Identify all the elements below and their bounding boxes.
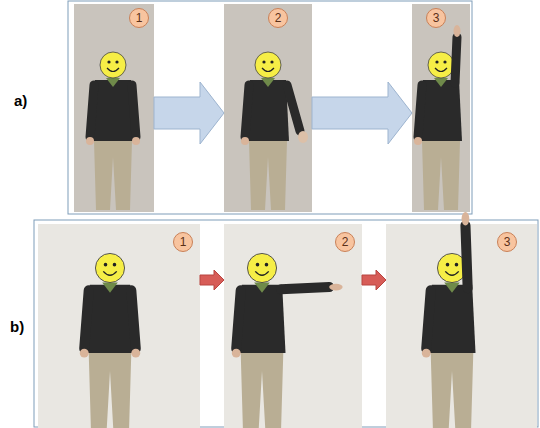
photo-panel: 1	[38, 224, 200, 428]
callout-number: 3	[426, 8, 446, 28]
sequence-arrow	[200, 270, 224, 290]
person-arm-up	[422, 212, 476, 428]
person-arms-down	[86, 52, 140, 210]
photo-panel: 3	[386, 224, 537, 428]
photo-panel	[74, 4, 154, 212]
callout-number: 1	[129, 8, 149, 28]
photo-panel: 2	[224, 224, 362, 428]
photo-panel: 2	[224, 4, 312, 212]
person-arm-raising	[241, 52, 308, 210]
row-label: b)	[10, 318, 24, 335]
photo-panel: 1	[74, 4, 154, 212]
row-label: a)	[14, 92, 27, 109]
callout-number: 3	[497, 232, 517, 252]
photo-panel	[412, 4, 470, 212]
row-frame	[68, 1, 472, 214]
sequence-arrow	[362, 270, 386, 290]
callout-number: 2	[335, 232, 355, 252]
callout-number: 1	[173, 232, 193, 252]
photo-panel	[224, 4, 312, 212]
photo-panel: 3	[412, 4, 470, 212]
person-arms-down	[80, 253, 140, 428]
sequence-arrow	[312, 82, 412, 144]
person-arm-horizontal	[232, 253, 343, 428]
sequence-arrow	[154, 82, 224, 144]
callout-number: 2	[268, 8, 288, 28]
person-arm-up	[414, 25, 462, 210]
